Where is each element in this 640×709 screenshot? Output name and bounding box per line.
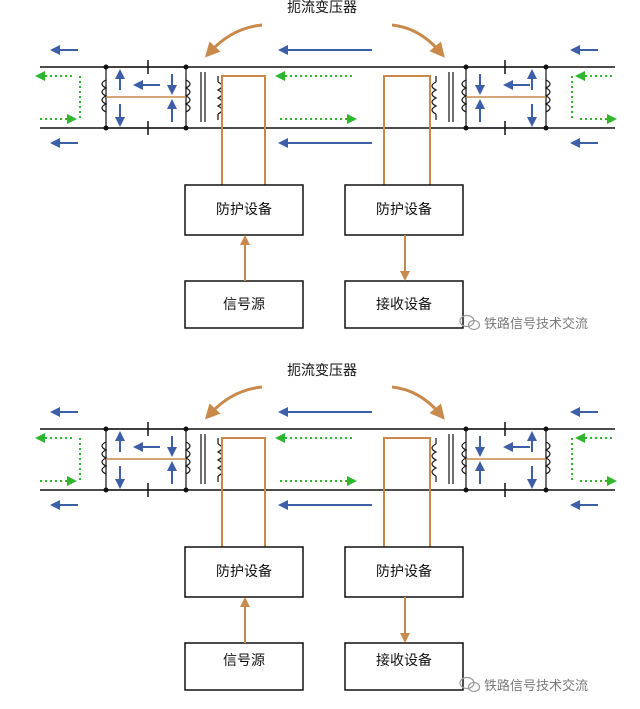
protection-device-right-label: 防护设备	[376, 201, 432, 218]
watermark-text: 铁路信号技术交流	[484, 678, 588, 694]
diagram-panel-2: 扼流变压器 防护设备 防护设备 信号源 接收设备 铁路信号技术交流	[40, 363, 615, 694]
receiver-label: 接收设备	[376, 296, 432, 313]
title-label: 扼流变压器	[287, 0, 357, 16]
signal-source-label: 信号源	[223, 653, 265, 669]
signal-source-label: 信号源	[223, 297, 265, 313]
diagram-panel-1: 扼流变压器 防护设备 防护设备 信号源 接收设备 铁路信号技术交流	[40, 0, 615, 332]
watermark-text: 铁路信号技术交流	[484, 316, 588, 332]
protection-device-right-label: 防护设备	[376, 563, 432, 580]
protection-device-left-label: 防护设备	[216, 563, 272, 580]
receiver-label: 接收设备	[376, 652, 432, 669]
title-label: 扼流变压器	[287, 363, 357, 379]
protection-device-left-label: 防护设备	[216, 201, 272, 218]
